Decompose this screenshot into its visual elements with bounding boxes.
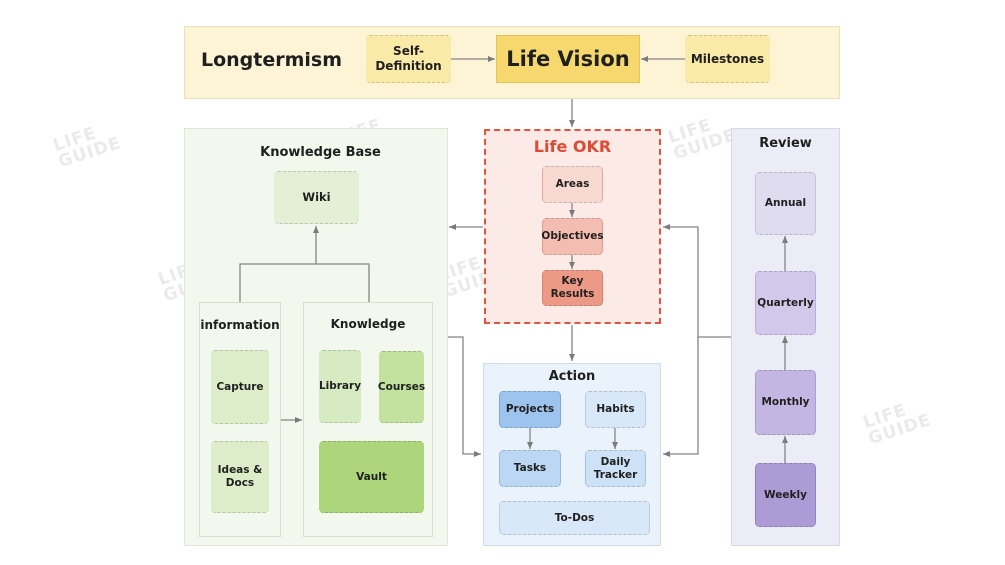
annual-node[interactable]: Annual [755, 172, 816, 235]
daily-tracker-node[interactable]: Daily Tracker [585, 450, 646, 487]
todos-node[interactable]: To-Dos [499, 501, 650, 535]
review-title: Review [759, 136, 812, 151]
monthly-node[interactable]: Monthly [755, 370, 816, 435]
action-title: Action [548, 369, 596, 384]
ideas-docs-node[interactable]: Ideas & Docs [211, 441, 269, 513]
tree-to-wiki [239, 263, 370, 302]
arrow-review-to-okr [663, 224, 731, 338]
key-results-node[interactable]: Key Results [542, 270, 603, 306]
capture-node[interactable]: Capture [211, 350, 269, 424]
areas-node[interactable]: Areas [542, 166, 603, 203]
arrow-knowledge-base-to-action [448, 336, 481, 457]
projects-node[interactable]: Projects [499, 391, 561, 428]
self-definition-node[interactable]: Self- Definition [366, 35, 451, 83]
knowledge-title: Knowledge [330, 317, 406, 331]
life-okr-title: Life OKR [533, 137, 612, 156]
information-title: information [200, 318, 280, 332]
longtermism-label: Longtermism [200, 49, 343, 71]
arrow-review-to-action [663, 337, 699, 457]
life-vision-node[interactable]: Life Vision [496, 35, 640, 83]
quarterly-node[interactable]: Quarterly [755, 271, 816, 335]
vault-node[interactable]: Vault [319, 441, 424, 513]
objectives-node[interactable]: Objectives [541, 218, 604, 255]
habits-node[interactable]: Habits [585, 391, 646, 428]
milestones-node[interactable]: Milestones [685, 35, 770, 83]
library-node[interactable]: Library [319, 350, 361, 423]
tasks-node[interactable]: Tasks [499, 450, 561, 487]
weekly-node[interactable]: Weekly [755, 463, 816, 527]
wiki-node[interactable]: Wiki [274, 171, 359, 224]
knowledge-base-title: Knowledge Base [260, 145, 381, 160]
courses-node[interactable]: Courses [378, 351, 425, 423]
